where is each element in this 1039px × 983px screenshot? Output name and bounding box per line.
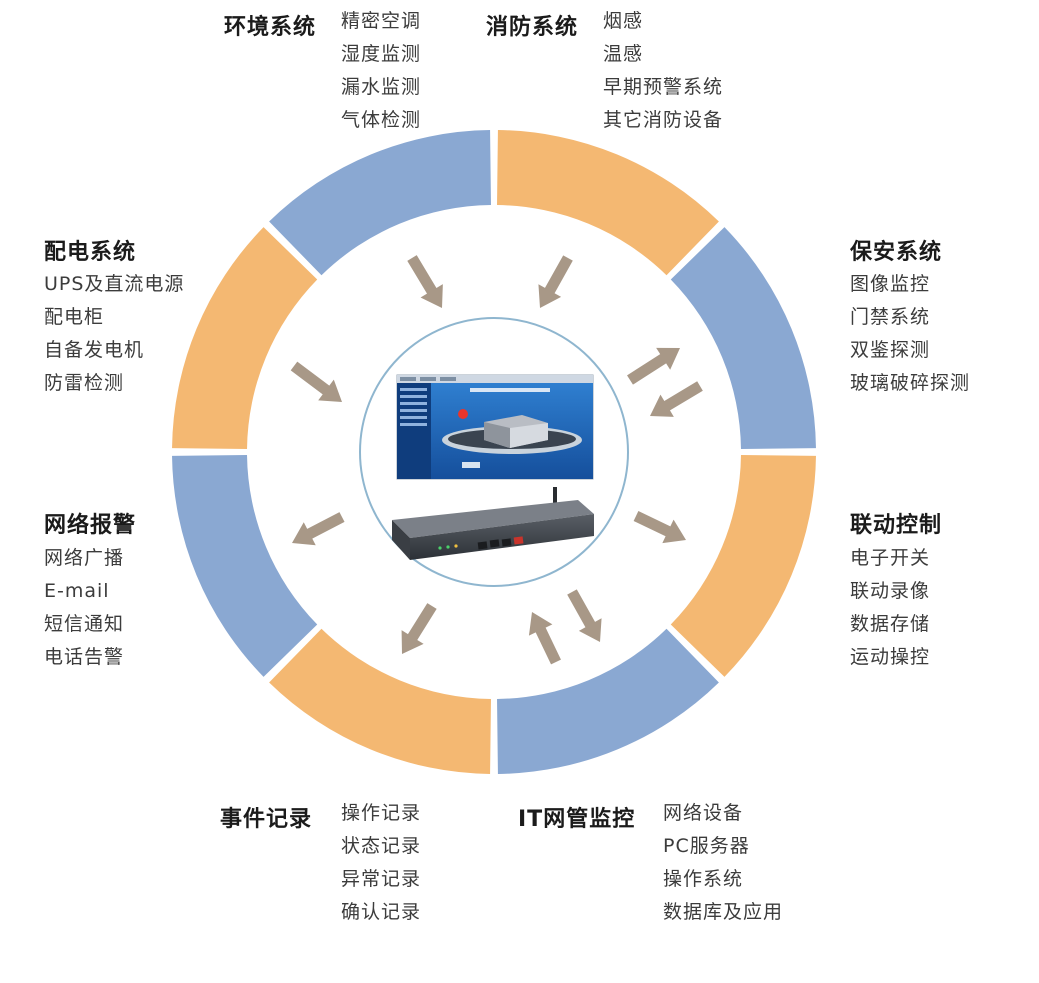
ring-segment-environment bbox=[269, 130, 491, 276]
list-item: 门禁系统 bbox=[850, 306, 931, 328]
arrow-to-linkage bbox=[633, 511, 686, 544]
list-item: 图像监控 bbox=[850, 273, 931, 295]
list-item: UPS及直流电源 bbox=[44, 273, 185, 295]
group-items: 精密空调 湿度监测 漏水监测 气体检测 bbox=[341, 5, 421, 137]
list-item: 短信通知 bbox=[44, 613, 125, 635]
ring-segment-network-alarm bbox=[172, 455, 318, 677]
ring-segment-security bbox=[670, 227, 816, 449]
group-items: UPS及直流电源 配电柜 自备发电机 防雷检测 bbox=[44, 268, 184, 400]
list-item: 状态记录 bbox=[341, 835, 422, 857]
ring-segment-it-network bbox=[497, 628, 719, 774]
group-title: 消防系统 bbox=[486, 15, 579, 40]
group-items: 图像监控 门禁系统 双鉴探测 玻璃破碎探测 bbox=[850, 268, 970, 400]
list-item: 漏水监测 bbox=[341, 76, 422, 98]
list-item: 数据库及应用 bbox=[663, 901, 784, 923]
group-items: 电子开关 联动录像 数据存储 运动操控 bbox=[850, 542, 930, 674]
group-items: 网络设备 PC服务器 操作系统 数据库及应用 bbox=[663, 797, 783, 929]
ring-segment-linkage bbox=[670, 455, 816, 677]
list-item: 防雷检测 bbox=[44, 372, 125, 394]
monitoring-software-screenshot bbox=[396, 374, 594, 480]
list-item: 湿度监测 bbox=[341, 43, 422, 65]
list-item: 其它消防设备 bbox=[603, 109, 724, 131]
list-item: 精密空调 bbox=[341, 10, 422, 32]
list-item: 数据存储 bbox=[850, 613, 931, 635]
list-item: 操作系统 bbox=[663, 868, 744, 890]
list-item: 操作记录 bbox=[341, 802, 422, 824]
arrow-from-environment bbox=[407, 255, 443, 308]
list-item: 玻璃破碎探测 bbox=[850, 372, 971, 394]
outer-segment-ring bbox=[172, 130, 816, 774]
arrow-from-fire bbox=[538, 255, 573, 308]
arrow-from-security bbox=[650, 381, 703, 417]
flow-arrows bbox=[290, 255, 703, 665]
list-item: 确认记录 bbox=[341, 901, 422, 923]
ring-segment-fire bbox=[497, 130, 719, 276]
arrow-to-security bbox=[627, 347, 680, 385]
list-item: 烟感 bbox=[603, 10, 644, 32]
list-item: 网络设备 bbox=[663, 802, 744, 824]
list-item: 配电柜 bbox=[44, 306, 105, 328]
list-item: 运动操控 bbox=[850, 646, 931, 668]
list-item: 双鉴探测 bbox=[850, 339, 931, 361]
list-item: 温感 bbox=[603, 43, 644, 65]
list-item: 网络广播 bbox=[44, 547, 125, 569]
list-item: 气体检测 bbox=[341, 109, 422, 131]
ring-segment-event-log bbox=[269, 628, 491, 774]
list-item: 异常记录 bbox=[341, 868, 422, 890]
list-item: PC服务器 bbox=[663, 835, 750, 857]
group-title: IT网管监控 bbox=[518, 807, 636, 832]
arrow-to-it-network bbox=[567, 589, 602, 642]
arrow-to-network-alarm bbox=[292, 512, 345, 546]
group-items: 操作记录 状态记录 异常记录 确认记录 bbox=[341, 797, 421, 929]
arrow-to-event-log bbox=[401, 603, 437, 654]
monitoring-host-device bbox=[392, 487, 594, 560]
list-item: 早期预警系统 bbox=[603, 76, 724, 98]
arrow-from-power bbox=[290, 361, 342, 402]
group-title: 事件记录 bbox=[220, 807, 313, 832]
group-title: 环境系统 bbox=[224, 15, 317, 40]
group-items: 网络广播 E-mail 短信通知 电话告警 bbox=[44, 542, 124, 674]
group-title: 网络报警 bbox=[44, 513, 137, 538]
list-item: 电子开关 bbox=[850, 547, 931, 569]
group-items: 烟感 温感 早期预警系统 其它消防设备 bbox=[603, 5, 723, 137]
list-item: E-mail bbox=[44, 580, 110, 602]
group-title: 保安系统 bbox=[850, 240, 943, 265]
arrow-from-it-network bbox=[528, 612, 561, 665]
list-item: 自备发电机 bbox=[44, 339, 145, 361]
group-title: 联动控制 bbox=[850, 513, 943, 538]
group-title: 配电系统 bbox=[44, 240, 137, 265]
list-item: 电话告警 bbox=[44, 646, 125, 668]
list-item: 联动录像 bbox=[850, 580, 931, 602]
ring-segment-power bbox=[172, 227, 318, 449]
